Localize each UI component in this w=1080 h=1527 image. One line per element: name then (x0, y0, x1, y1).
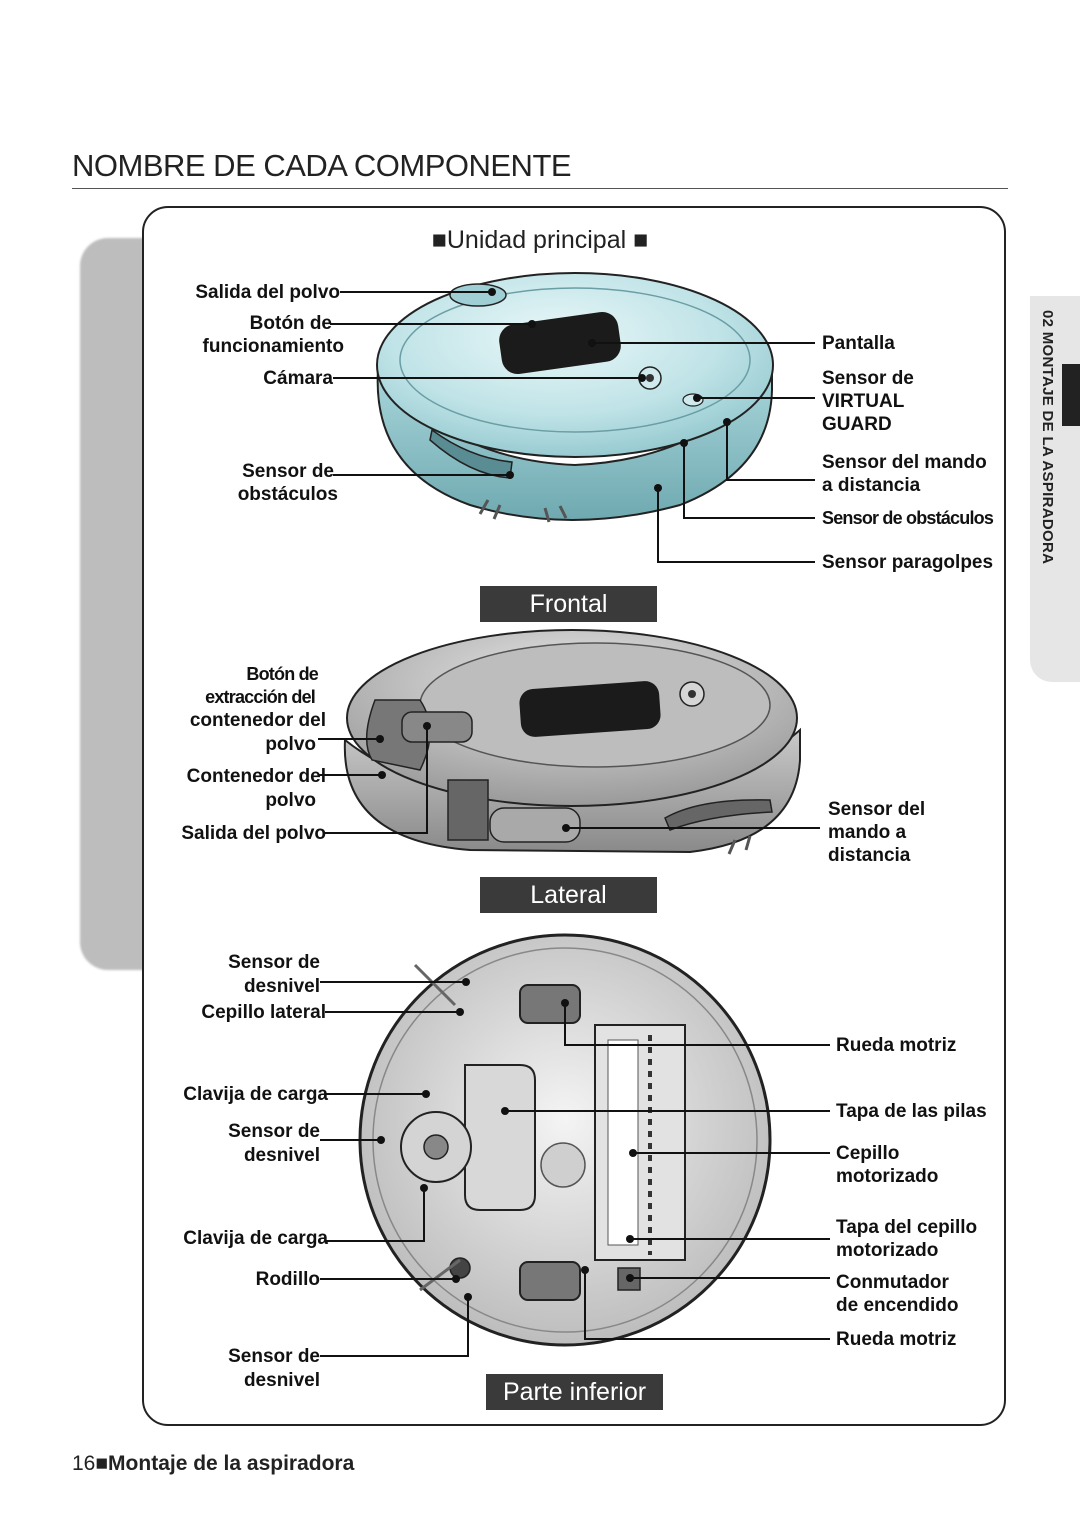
label-charging-pin-2: Clavija de carga (183, 1228, 328, 1249)
label-remote-sensor-front-line1: Sensor del mando (822, 452, 987, 473)
footer-page-number: 16■ (72, 1452, 109, 1475)
label-eject-button-line1: Botón de (246, 664, 318, 684)
label-power-button-line2: funcionamiento (202, 336, 344, 357)
label-bumper-sensor: Sensor paragolpes (822, 552, 994, 573)
footer-section-title: Montaje de la aspiradora (108, 1452, 355, 1475)
label-dust-outlet-side: Salida del polvo (181, 823, 326, 844)
lateral-robot-drawing (343, 629, 801, 855)
label-cliff-sensor-1-line2: desnivel (243, 976, 320, 997)
leader-lines (318, 291, 830, 1357)
label-dust-outlet-front: Salida del polvo (195, 282, 340, 303)
chapter-side-label: 02 MONTAJE DE LA ASPIRADORA (1039, 310, 1056, 565)
label-eject-button-line4: polvo (265, 734, 316, 755)
label-dust-bin-line1: Contenedor del (186, 766, 326, 787)
label-drive-wheel-2: Rueda motriz (836, 1329, 957, 1350)
caption-lateral: Lateral (480, 877, 657, 913)
chapter-marker (1062, 364, 1080, 426)
caption-bottom: Parte inferior (486, 1374, 663, 1410)
bottom-robot-drawing (358, 933, 772, 1347)
label-power-switch-line2: de encendido (836, 1295, 959, 1316)
label-obstacle-sensor-left-line1: Sensor de (242, 461, 334, 482)
label-display: Pantalla (822, 333, 895, 354)
label-motor-brush-line1: Cepillo (836, 1143, 900, 1164)
label-roller: Rodillo (255, 1269, 320, 1290)
label-cliff-sensor-3-line2: desnivel (243, 1370, 320, 1391)
chapter-side-tab (1030, 296, 1080, 682)
label-brush-cover-line1: Tapa del cepillo (836, 1217, 978, 1238)
label-remote-sensor-side-line1: Sensor del (828, 799, 926, 820)
label-eject-button-line2: extracción del (205, 687, 316, 707)
label-drive-wheel-1: Rueda motriz (836, 1035, 957, 1056)
title-rule (72, 188, 1008, 189)
label-obstacle-sensor-right: Sensor de obstáculos (822, 508, 994, 528)
page-title: NOMBRE DE CADA COMPONENTE (72, 148, 572, 183)
frontal-robot-drawing (376, 272, 774, 523)
label-obstacle-sensor-left-line2: obstáculos (237, 484, 338, 505)
leader-dots (376, 288, 731, 1301)
label-virtual-guard-line1: Sensor de (822, 368, 914, 389)
label-cliff-sensor-2-line2: desnivel (243, 1145, 320, 1166)
label-virtual-guard-line3: GUARD (822, 414, 892, 435)
label-dust-bin-line2: polvo (265, 790, 316, 811)
label-charging-pin-1: Clavija de carga (183, 1084, 328, 1105)
label-battery-cover: Tapa de las pilas (836, 1101, 987, 1122)
label-eject-button-line3: contenedor del (189, 710, 326, 731)
label-virtual-guard-line2: VIRTUAL (822, 391, 905, 412)
caption-frontal: Frontal (480, 586, 657, 622)
label-remote-sensor-side-line3: distancia (828, 845, 911, 866)
label-remote-sensor-side-line2: mando a (828, 822, 907, 843)
label-side-brush: Cepillo lateral (201, 1002, 326, 1023)
page-footer: 16■Montaje de la aspiradora (72, 1452, 354, 1476)
label-power-switch-line1: Conmutador (836, 1272, 949, 1293)
label-cliff-sensor-2-line1: Sensor de (228, 1121, 320, 1142)
label-brush-cover-line2: motorizado (836, 1240, 939, 1261)
label-cliff-sensor-3-line1: Sensor de (228, 1346, 320, 1367)
panel-subtitle: ■Unidad principal ■ (431, 226, 649, 254)
label-power-button-line1: Botón de (249, 313, 332, 334)
label-motor-brush-line2: motorizado (836, 1166, 939, 1187)
label-cliff-sensor-1-line1: Sensor de (228, 952, 320, 973)
label-camera: Cámara (263, 368, 333, 389)
label-remote-sensor-front-line2: a distancia (822, 475, 921, 496)
